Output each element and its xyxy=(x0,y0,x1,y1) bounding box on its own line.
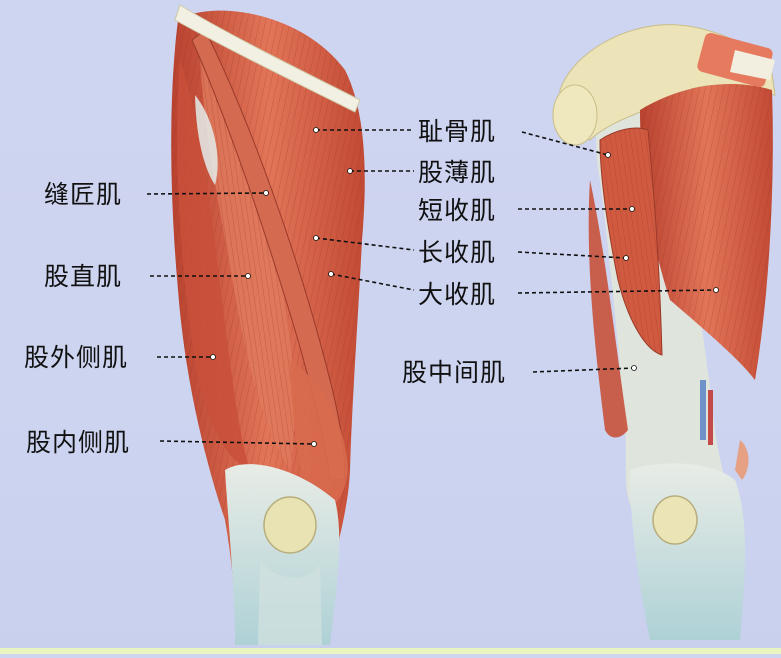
label-adductor-longus: 长收肌 xyxy=(418,240,496,265)
label-vastus-medialis: 股内侧肌 xyxy=(26,430,130,455)
label-vastus-intermedius: 股中间肌 xyxy=(402,360,506,385)
bottom-strip xyxy=(0,648,781,654)
deep-knee xyxy=(630,463,745,640)
label-adductor-magnus: 大收肌 xyxy=(418,282,496,307)
leader-sartorius xyxy=(147,193,266,194)
label-gracilis: 股薄肌 xyxy=(418,160,496,185)
label-vastus-lateralis: 股外侧肌 xyxy=(24,345,128,370)
label-sartorius: 缝匠肌 xyxy=(44,182,122,207)
anterior-thigh xyxy=(171,5,365,645)
label-rectus-femoris: 股直肌 xyxy=(44,264,122,289)
deep-thigh xyxy=(553,25,775,640)
label-pectineus: 耻骨肌 xyxy=(418,119,496,144)
patella xyxy=(264,497,316,553)
label-adductor-brevis: 短收肌 xyxy=(418,198,496,223)
